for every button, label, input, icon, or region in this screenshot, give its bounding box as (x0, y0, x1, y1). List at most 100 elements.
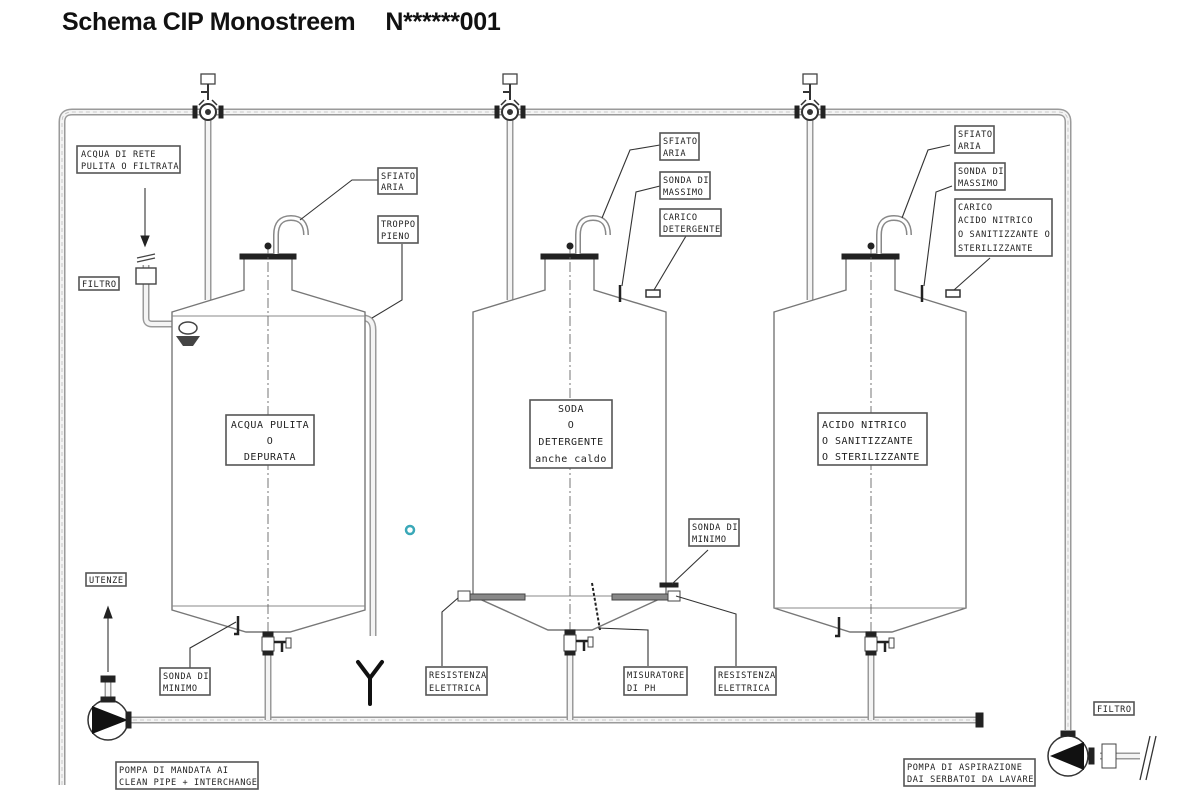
svg-text:O STERILIZZANTE: O STERILIZZANTE (822, 452, 920, 463)
outlet-valve-2[interactable] (563, 629, 594, 656)
label-tank1-vent: SFIATO ARIA (377, 167, 418, 195)
min-probe-icon (659, 582, 679, 588)
svg-text:DAI SERBATOI DA LAVARE: DAI SERBATOI DA LAVARE (907, 775, 1034, 785)
label-tank2-heater-right: RESISTENZA ELETTRICA (714, 666, 777, 696)
svg-text:UTENZE: UTENZE (89, 576, 124, 586)
svg-text:O SANITIZZANTE: O SANITIZZANTE (822, 436, 913, 447)
label-suction-pump: POMPA DI ASPIRAZIONE DAI SERBATOI DA LAV… (903, 758, 1036, 787)
users-pipe (100, 675, 116, 700)
inlet-filter-icon (135, 253, 157, 285)
outlet-valve-1[interactable] (261, 631, 292, 656)
label-tank3-content: ACIDO NITRICO O SANITIZZANTE O STERILIZZ… (817, 412, 928, 466)
svg-text:ACIDO NITRICO: ACIDO NITRICO (958, 216, 1033, 226)
load-nozzle (945, 289, 961, 298)
cursor-marker-icon (404, 524, 416, 536)
svg-text:ACIDO NITRICO: ACIDO NITRICO (822, 420, 907, 431)
label-inlet-water: ACQUA DI RETE PULITA O FILTRATA (76, 145, 181, 174)
svg-text:DEPURATA: DEPURATA (244, 452, 296, 463)
label-filter-left: FILTRO (78, 276, 120, 291)
agitator-cap-icon (867, 242, 875, 250)
label-tank2-vent: SFIATO ARIA (659, 132, 700, 161)
svg-text:SONDA DI: SONDA DI (163, 672, 209, 682)
load-nozzle (645, 289, 661, 298)
svg-text:STERILIZZANTE: STERILIZZANTE (958, 244, 1033, 254)
svg-text:ACQUA PULITA: ACQUA PULITA (231, 420, 309, 431)
tank-outlet-pipes (264, 655, 875, 720)
svg-text:CARICO: CARICO (958, 203, 993, 213)
label-supply-pump: POMPA DI MANDATA AI CLEAN PIPE + INTERCH… (115, 761, 259, 790)
label-filter-right: FILTRO (1093, 701, 1135, 716)
header-valve-3[interactable] (794, 73, 826, 121)
svg-text:O SANITIZZANTE O: O SANITIZZANTE O (958, 230, 1050, 240)
svg-text:FILTRO: FILTRO (1097, 705, 1132, 715)
bottom-collector-pipe (126, 712, 984, 728)
heater-right-icon (611, 593, 669, 601)
svg-text:SFIATO: SFIATO (381, 172, 416, 182)
svg-text:POMPA DI ASPIRAZIONE: POMPA DI ASPIRAZIONE (907, 763, 1022, 773)
collector-end-cap (975, 712, 984, 728)
svg-text:MASSIMO: MASSIMO (958, 179, 998, 189)
label-tank1-content: ACQUA PULITA O DEPURATA (225, 414, 315, 466)
svg-text:SONDA DI: SONDA DI (663, 176, 709, 186)
title-code: N******001 (385, 8, 501, 36)
ph-probe-icon (591, 582, 601, 631)
svg-text:SFIATO: SFIATO (958, 130, 993, 140)
page-title: Schema CIP Monostreem N******001 (62, 8, 501, 37)
outlet-valve-3[interactable] (864, 631, 895, 656)
svg-text:anche caldo: anche caldo (535, 454, 607, 465)
label-tank2-heater-left: RESISTENZA ELETTRICA (425, 666, 488, 696)
svg-text:RESISTENZA: RESISTENZA (429, 671, 487, 681)
svg-text:DETERGENTE: DETERGENTE (663, 225, 721, 235)
svg-text:SONDA DI: SONDA DI (692, 523, 738, 533)
svg-text:ACQUA DI RETE: ACQUA DI RETE (81, 150, 156, 160)
label-tank1-min-probe: SONDA DI MINIMO (159, 667, 211, 696)
svg-text:ELETTRICA: ELETTRICA (718, 684, 770, 694)
svg-text:RESISTENZA: RESISTENZA (718, 671, 776, 681)
svg-text:CLEAN PIPE + INTERCHANGE: CLEAN PIPE + INTERCHANGE (119, 778, 258, 788)
svg-text:O: O (267, 436, 274, 447)
suction-pump-icon[interactable] (1047, 730, 1157, 781)
inlet-pipe (142, 265, 176, 328)
top-header-pipe (58, 108, 1072, 785)
svg-text:SONDA DI: SONDA DI (958, 167, 1004, 177)
svg-text:PULITA O FILTRATA: PULITA O FILTRATA (81, 162, 179, 172)
svg-text:TROPPO: TROPPO (381, 220, 416, 230)
svg-text:MISURATORE: MISURATORE (627, 671, 685, 681)
label-tank3-load: CARICO ACIDO NITRICO O SANITIZZANTE O ST… (954, 198, 1053, 257)
label-tank2-content: SODA O DETERGENTE anche caldo (529, 399, 613, 469)
svg-text:ARIA: ARIA (663, 149, 686, 159)
label-tank2-max-probe: SONDA DI MASSIMO (659, 171, 711, 200)
label-tank2-min-probe: SONDA DI MINIMO (688, 518, 740, 547)
label-tank3-vent: SFIATO ARIA (954, 125, 995, 154)
svg-text:MINIMO: MINIMO (163, 684, 198, 694)
svg-text:O: O (568, 420, 575, 431)
svg-text:ARIA: ARIA (381, 183, 404, 193)
label-tank2-ph-meter: MISURATORE DI PH (623, 666, 688, 696)
supply-pump-icon[interactable] (87, 696, 132, 741)
header-valve-1[interactable] (192, 73, 224, 121)
title-text: Schema CIP Monostreem (62, 8, 356, 36)
label-users: UTENZE (85, 572, 127, 587)
svg-text:POMPA DI MANDATA AI: POMPA DI MANDATA AI (119, 766, 229, 776)
svg-text:PIENO: PIENO (381, 232, 410, 242)
svg-text:SFIATO: SFIATO (663, 137, 698, 147)
label-tank1-overflow: TROPPO PIENO (377, 215, 419, 244)
svg-text:SODA: SODA (558, 404, 584, 415)
float-switch-icon (176, 321, 200, 346)
agitator-cap-icon (566, 242, 574, 250)
svg-text:ELETTRICA: ELETTRICA (429, 684, 481, 694)
svg-text:MINIMO: MINIMO (692, 535, 727, 545)
leader-lines (189, 144, 991, 668)
header-valve-2[interactable] (494, 73, 526, 121)
agitator-cap-icon (264, 242, 272, 250)
svg-text:ARIA: ARIA (958, 142, 981, 152)
svg-text:MASSIMO: MASSIMO (663, 188, 703, 198)
label-tank2-load: CARICO DETERGENTE (659, 208, 722, 237)
y-branch-symbol (356, 660, 384, 706)
min-probe-icon (835, 617, 841, 638)
heater-left-icon (469, 593, 526, 601)
label-tank3-max-probe: SONDA DI MASSIMO (954, 162, 1006, 191)
svg-text:DI PH: DI PH (627, 684, 656, 694)
min-probe-icon (234, 616, 240, 636)
